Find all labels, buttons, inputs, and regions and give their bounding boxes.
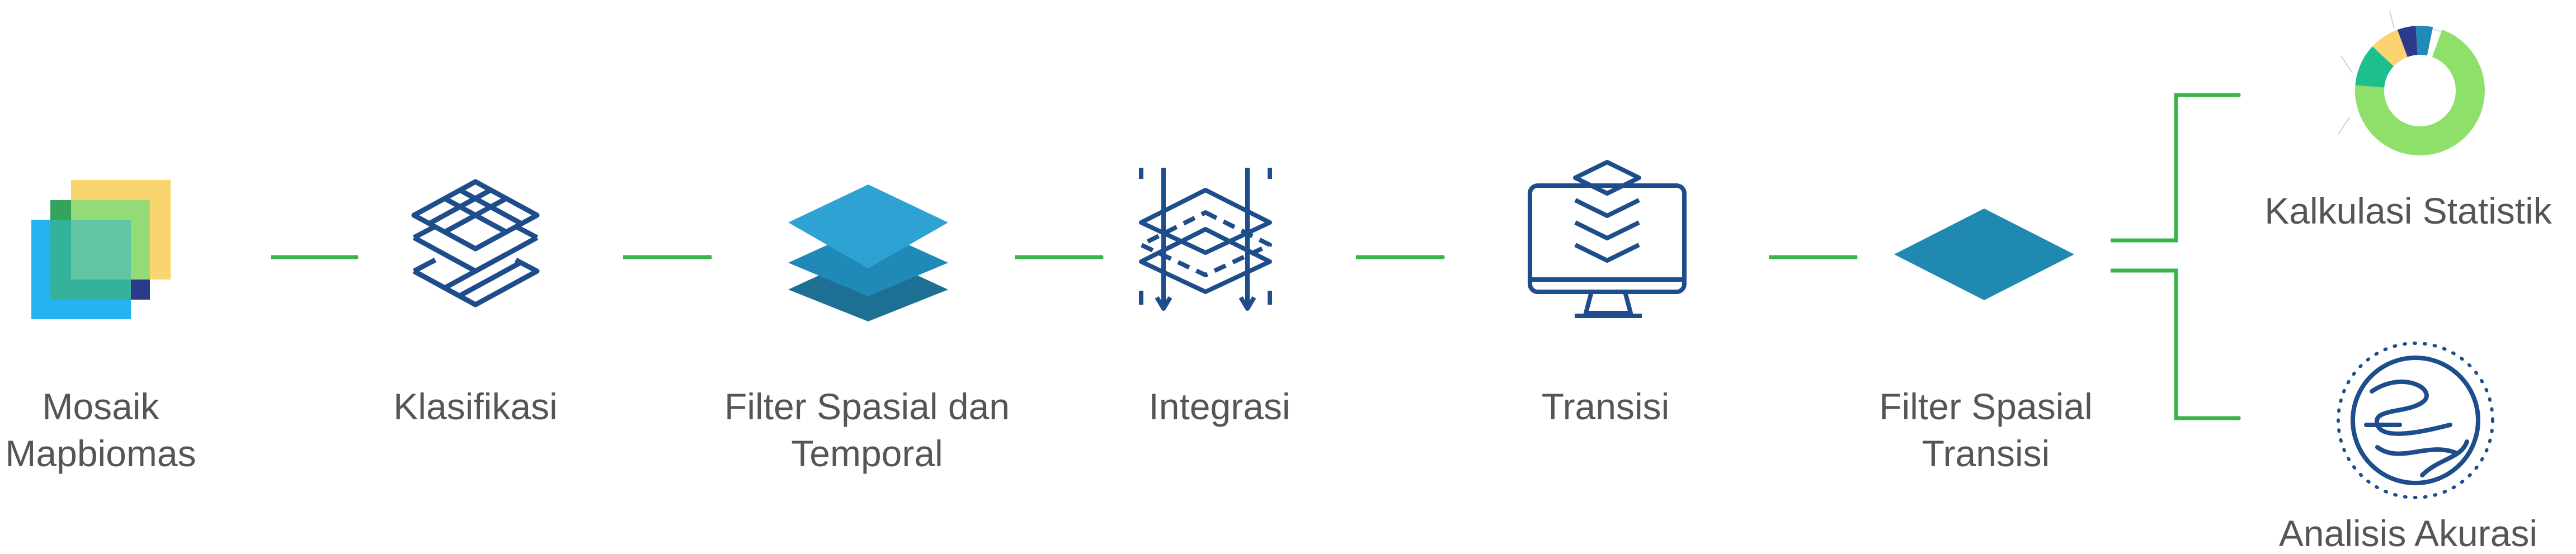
output-label-kalkulasi: Kalkulasi Statistik — [2240, 187, 2576, 234]
flow-arrows — [271, 92, 2241, 421]
grid-layers-icon — [411, 179, 540, 307]
branch-arrow-down — [2111, 268, 2241, 421]
branch-arrow-up — [2111, 92, 2241, 243]
integration-layers-icon — [1139, 168, 1272, 311]
stacked-diamonds-icon — [788, 184, 948, 321]
step-label-transisi: Transisi — [1488, 383, 1723, 430]
step-label-filter-spasial-temporal: Filter Spasial dan Temporal — [677, 383, 1057, 477]
output-label-akurasi: Analisis Akurasi — [2240, 510, 2576, 554]
label-line: Mosaik — [42, 386, 159, 427]
monitor-layers-icon — [1528, 160, 1687, 318]
step-label-klasifikasi: Klasifikasi — [358, 383, 593, 430]
label-line: Temporal — [791, 433, 943, 474]
label-line: Transisi — [1541, 386, 1670, 427]
label-line: Analisis Akurasi — [2278, 513, 2538, 554]
step-label-mosaik: Mosaik Mapbiomas — [0, 383, 201, 477]
stacked-squares-icon — [31, 180, 171, 319]
label-line: Integrasi — [1148, 386, 1291, 427]
label-line: Transisi — [1922, 433, 2050, 474]
accuracy-circle-icon — [2337, 342, 2494, 499]
diamond-icon — [1894, 209, 2074, 300]
label-line: Mapbiomas — [5, 433, 196, 474]
label-line: Klasifikasi — [393, 386, 558, 427]
step-label-filter-spasial-transisi: Filter Spasial Transisi — [1818, 383, 2154, 477]
label-line: Kalkulasi Statistik — [2264, 190, 2552, 231]
label-line: Filter Spasial dan — [724, 386, 1010, 427]
donut-chart-icon — [2338, 11, 2485, 156]
step-label-integrasi: Integrasi — [1096, 383, 1343, 430]
label-line: Filter Spasial — [1879, 386, 2093, 427]
